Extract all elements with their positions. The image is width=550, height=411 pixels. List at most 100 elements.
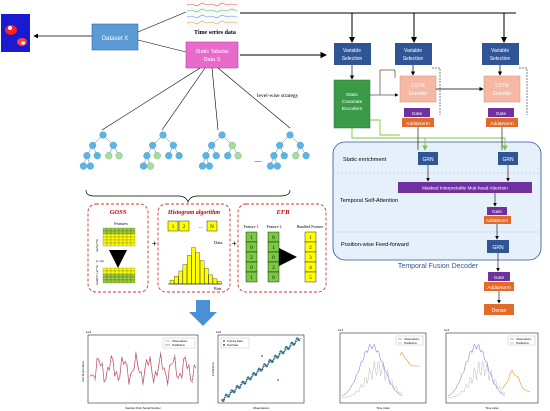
grid-cell [110,279,116,284]
scatter-point [250,377,253,380]
svg-text:Encoder: Encoder [493,91,512,97]
grid-cell [118,242,124,247]
gate-4: Gate [488,272,510,281]
grid-cell [130,227,136,232]
grid-cell [110,270,116,275]
efb-title: EFB [275,209,290,216]
grid-cell [130,279,136,284]
scatter-point [229,391,232,394]
tree-node [296,141,304,149]
svg-text:Add&Norm: Add&Norm [490,121,513,127]
attention-block: Masked Interpretable Muti-head Attention [398,182,532,193]
tree-node [228,141,236,149]
tree-node [280,152,288,160]
svg-text:1e3: 1e3 [444,328,449,332]
tree-node [198,162,207,170]
histogram-bar [212,278,218,285]
grid-cell [102,279,108,284]
efb-cell-label: 2 [309,246,312,251]
scatter-point [228,395,231,398]
histogram-bar [174,276,179,285]
svg-text:Variable: Variable [343,48,361,54]
svg-text:Static: Static [346,92,359,98]
svg-text:Sample Point Serial Number: Sample Point Serial Number [125,406,160,410]
grid-cell [122,239,128,244]
grid-cell [122,242,128,247]
tree-node [169,141,177,149]
tree-node [79,162,87,170]
svg-text:Predictions: Predictions [211,362,215,376]
grid-cell [106,227,112,232]
histogram-bar [195,252,200,285]
histogram-bar [191,247,196,285]
scatter-point [266,365,269,367]
grid-cell [114,242,120,247]
scatter-point [233,390,236,393]
grid-cell [114,273,120,278]
scatter-point [234,388,237,391]
tree-node [83,152,91,160]
decoder-title: Temporal Fusion Decoder [398,263,479,270]
scatter-point [260,369,263,372]
plot-forecast-1: 1e3 Observations Predictions Time index [338,328,427,410]
svg-text:1e6: 1e6 [216,330,221,334]
grid-cell [102,227,108,232]
grid-cell [130,270,136,275]
efb-cell [304,271,317,283]
grid-cell [118,273,124,278]
grid-cell [122,230,128,235]
efb-bundled: Bundled Feature [297,224,324,229]
efb-cell-label: 5 [309,276,312,281]
efb-cell-label: 0 [250,246,253,251]
grid-cell [110,230,116,235]
scatter-point [251,373,254,376]
tree-node [109,141,117,149]
scatter-point [277,356,279,359]
grid-cell [122,279,128,284]
efb-feature2: Feature 2 [267,224,282,229]
svg-text:GRN: GRN [502,157,514,163]
efb-cell-label: 2 [250,256,253,261]
scatter-point [288,347,291,350]
grid-cell [102,239,108,244]
grid-cell [102,230,108,235]
tree [79,131,123,170]
histogram-bar [217,281,222,285]
tree-node [224,152,232,160]
efb-cell-label: 1 [309,236,312,241]
gate-2: Gate [488,108,514,117]
level-wise-label: level-wise strategy [257,93,299,99]
temporal-self-attention-label: Temporal Self-Attention [340,198,398,204]
grid-cell [106,267,112,272]
efb-cell-label: 4 [309,266,312,271]
grid-cell [106,230,112,235]
tree-node [105,152,113,160]
scatter-point [244,382,247,385]
svg-text:Observations: Observations [516,337,532,341]
scatter-point [240,383,243,386]
static-enrichment-label: Static enrichment [343,157,387,163]
svg-text:Encoders: Encoders [342,106,363,112]
histogram-cell-label: 1 [172,225,175,230]
efb-cell-label: 1 [250,276,253,281]
scatter-point [284,348,286,350]
efb-feature1: Feature 1 [244,224,259,229]
grid-cell [110,276,116,281]
tree-node [292,152,300,160]
svg-text:Masked Interpretable Muti-head: Masked Interpretable Muti-head Attention [422,186,508,191]
grid-cell [126,233,132,238]
histogram-cell [167,220,179,232]
tree-node [93,152,101,160]
histogram-cell-label: 2 [183,225,186,230]
grid-cell [110,227,116,232]
goss-features-label: Features [114,221,128,226]
scatter-point [278,353,281,355]
efb-cell-label: 2 [272,266,275,271]
svg-text:GRN: GRN [492,245,504,251]
grid-cell [102,273,108,278]
svg-text:1e3: 1e3 [86,330,91,334]
scatter-point [294,340,297,342]
svg-text:Observations: Observations [404,337,420,341]
